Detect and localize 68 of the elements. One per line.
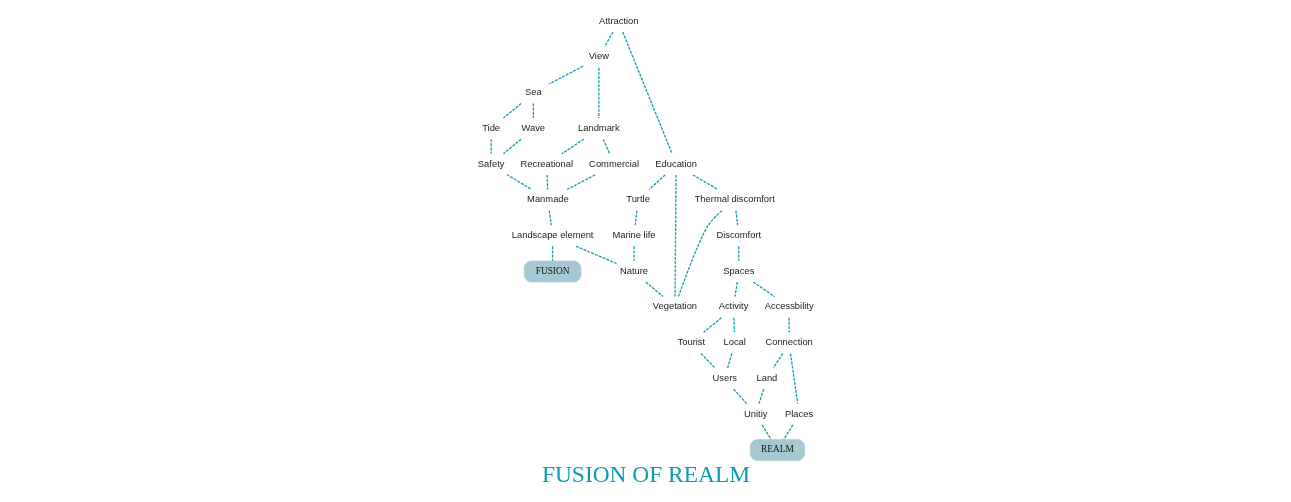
connector [734,210,738,226]
connector [677,210,722,298]
node-text: Thermal discomfort [694,194,775,205]
node-text: Manmade [526,194,569,205]
node-text: Local [723,337,746,348]
connector [644,281,664,298]
node-text: Users [712,372,737,383]
node-text: Land [755,372,777,383]
node-box: REALM [749,439,805,461]
connector [602,138,610,155]
connector [782,424,793,441]
connector [575,245,618,265]
connector [760,424,772,441]
node-text: Activity [718,301,748,312]
connector [548,65,584,85]
connector [732,388,747,405]
connector [502,138,522,155]
node-text: Unitiy [743,408,767,419]
connector [757,388,764,405]
connector [691,174,718,191]
node-text: Attraction [598,15,639,26]
node-text: Vegetation [652,301,697,312]
node-text: View [588,51,609,62]
connector [621,31,673,155]
node-text: Tourist [677,337,705,348]
connector [648,174,666,191]
connector [490,138,492,155]
connector [699,352,716,369]
connector [502,102,522,119]
connector [603,31,614,48]
node-box: FUSION [523,260,581,283]
diagram-title: FUSION OF REALM [541,460,750,487]
node-text: Tide [481,122,500,133]
node-text: Spaces [722,265,754,276]
node-text: Accessbility [764,301,814,312]
connector [634,210,638,226]
connector [702,317,722,333]
node-text: Wave [521,122,545,133]
connector [632,245,635,262]
connector [726,352,732,369]
node-text: Safety [477,158,504,169]
connector [551,245,553,262]
connector [752,281,775,298]
connector [565,174,596,191]
connector [737,245,739,262]
connector [789,352,798,405]
connector [772,352,783,369]
node-text: Marine life [611,230,656,240]
connector [548,210,552,226]
node-text: Discomfort [715,230,761,240]
node-text: Education [654,158,697,169]
node-text: Landmark [577,122,620,133]
node-text: Sea [524,87,542,98]
node-text: Recreational [519,158,573,169]
connector [788,317,790,333]
connector [732,317,735,333]
connector [532,102,534,119]
connector [673,174,677,298]
connector [597,67,599,119]
node-text: Landscape element [511,230,593,240]
node-text: Commercial [588,158,639,169]
node-text: Connection [764,337,813,348]
connector [560,138,584,155]
node-text: Places [784,408,813,419]
connector [505,173,532,191]
connector [733,281,738,298]
node-text: Turtle [625,194,650,205]
node-text: Nature [619,265,648,276]
